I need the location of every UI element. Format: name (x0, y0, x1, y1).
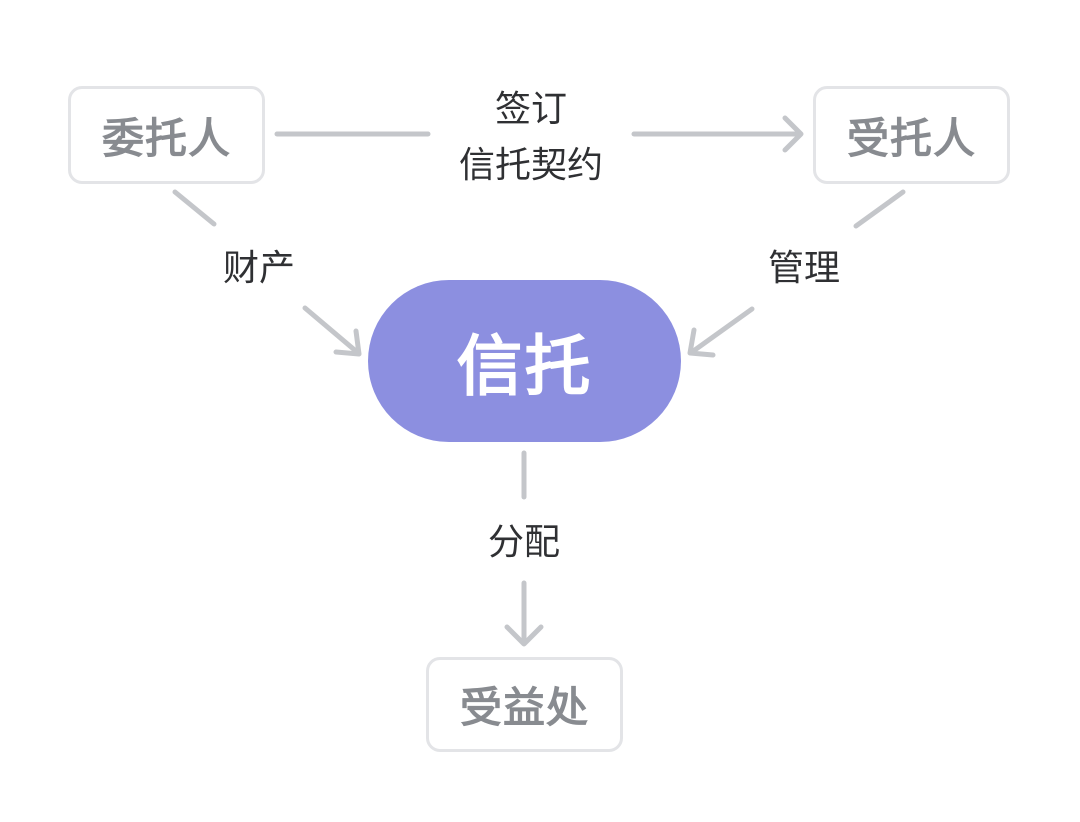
beneficiary-label: 受益处 (459, 683, 589, 732)
contract-label-line1: 签订 (494, 89, 567, 130)
trustee-node: 受托人 (813, 86, 1010, 184)
trustee-label: 受托人 (846, 113, 976, 163)
manage-label: 管理 (767, 248, 840, 289)
property-connector-upper (172, 189, 217, 227)
distribute-edge-label: 分配 (465, 515, 583, 571)
property-connector-lower (302, 305, 360, 355)
trust-label: 信托 (456, 328, 593, 405)
property-edge-label: 财产 (200, 241, 318, 297)
manage-connector-upper (853, 189, 906, 229)
contract-arrowhead (782, 115, 804, 153)
manage-edge-label: 管理 (745, 241, 863, 297)
distribute-label: 分配 (487, 522, 560, 563)
settlor-label: 委托人 (101, 113, 231, 163)
contract-edge-label: 签订 信托契约 (432, 82, 630, 194)
manage-arrowhead (687, 327, 716, 358)
contract-label-line2: 信托契约 (458, 145, 603, 186)
distribute-arrowhead (504, 624, 544, 647)
property-label: 财产 (222, 248, 295, 289)
beneficiary-node: 受益处 (426, 657, 623, 752)
property-arrowhead (333, 328, 362, 357)
manage-connector-lower (689, 306, 755, 355)
trust-node: 信托 (368, 280, 681, 442)
settlor-node: 委托人 (68, 86, 265, 184)
